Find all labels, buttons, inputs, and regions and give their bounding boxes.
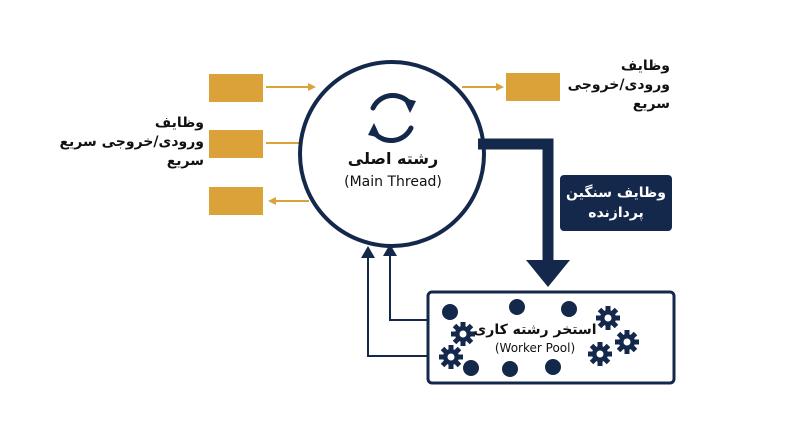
- main-thread-subtitle: (Main Thread): [344, 174, 442, 190]
- heavy-tasks-line1: وظایف سنگین: [566, 185, 666, 201]
- left-task-box-2: [209, 130, 263, 158]
- worker-dot: [463, 360, 479, 376]
- worker-dot: [545, 359, 561, 375]
- fast-io-right-line2: ورودی/خروجی: [567, 77, 670, 93]
- main-thread-circle: [298, 60, 486, 248]
- fast-io-left-line2: ورودی/خروجی سریع: [59, 134, 204, 150]
- worker-dot: [502, 361, 518, 377]
- heavy-tasks-line2: پردازنده: [588, 205, 644, 221]
- left-task-box-1: [209, 74, 263, 102]
- main-thread-title: رشته اصلی: [347, 149, 439, 168]
- fast-io-right-line3: سریع: [632, 96, 670, 112]
- heavy-tasks-box: وظایف سنگین پردازنده: [560, 175, 672, 231]
- fast-io-left-label: وظایف ورودی/خروجی سریع سریع: [50, 114, 204, 171]
- heavy-task-arrow-line: [478, 138, 554, 262]
- fast-io-left-line3: سریع: [166, 153, 204, 169]
- gear-icon: [439, 345, 463, 369]
- heavy-task-arrow-head: [526, 260, 570, 287]
- gear-icon: [615, 330, 639, 354]
- worker-dot: [442, 304, 458, 320]
- fast-io-left-line1: وظایف: [154, 115, 204, 131]
- return-arrow-inner: [389, 253, 428, 321]
- worker-dot: [561, 301, 577, 317]
- left-task-box-3: [209, 187, 263, 215]
- worker-dot: [509, 299, 525, 315]
- fast-io-right-line1: وظایف: [620, 58, 670, 74]
- fast-io-right-label: وظایف ورودی/خروجی سریع: [566, 57, 670, 114]
- refresh-icon: [368, 93, 416, 143]
- worker-pool-subtitle: (Worker Pool): [494, 341, 576, 355]
- return-arrow-outer: [367, 255, 428, 357]
- right-task-box: [506, 73, 560, 101]
- worker-pool-title: استخر رشته کاری: [473, 322, 597, 338]
